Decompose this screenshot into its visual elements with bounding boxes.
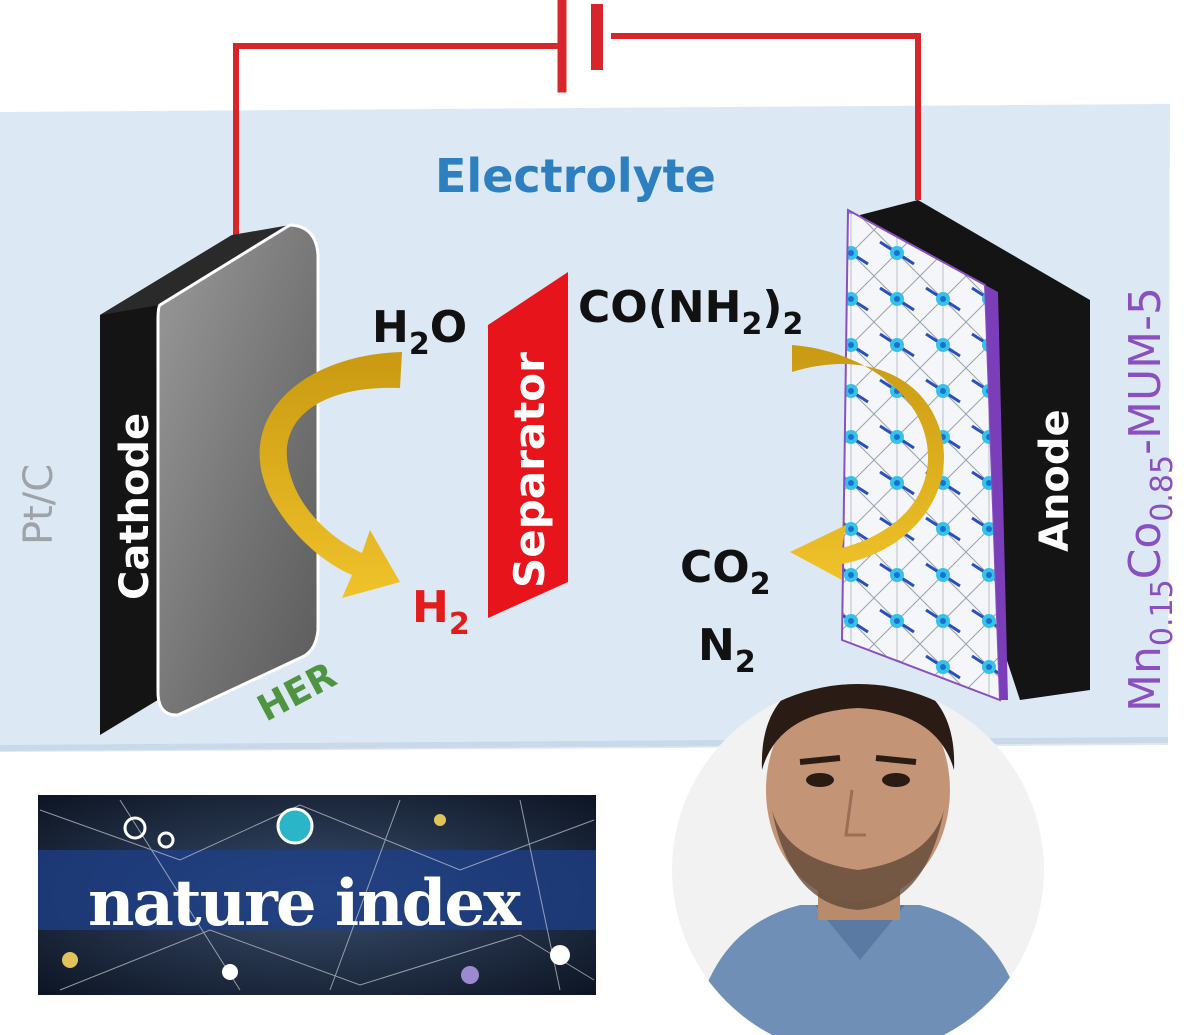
right-reaction-arrow: [790, 345, 945, 580]
circuit-wire: [233, 33, 921, 248]
anode-electrode: [840, 200, 1090, 702]
product-h2: H2: [412, 582, 470, 642]
left-reaction-arrow: [259, 352, 402, 598]
cathode-label: Cathode: [112, 413, 158, 600]
anode-label: Anode: [1032, 409, 1078, 552]
separator-label: Separator: [505, 352, 554, 588]
separator: [488, 272, 568, 618]
cathode-material-label: Pt/C: [16, 464, 62, 545]
electrolyte-label: Electrolyte: [435, 149, 716, 203]
battery-icon: [557, 0, 603, 93]
nature-index-logo: nature index: [38, 795, 596, 995]
portrait-photo: [672, 684, 1044, 1035]
reactant-urea: CO(NH2)2: [578, 282, 803, 342]
anode-material-label: Mn0.15Co0.85-MUM-5: [1120, 287, 1180, 712]
product-co2: CO2: [680, 542, 771, 602]
reactant-h2o: H2O: [372, 302, 467, 362]
nature-index-text: nature index: [88, 866, 522, 941]
product-n2: N2: [698, 620, 756, 680]
cathode-electrode: [100, 223, 320, 735]
